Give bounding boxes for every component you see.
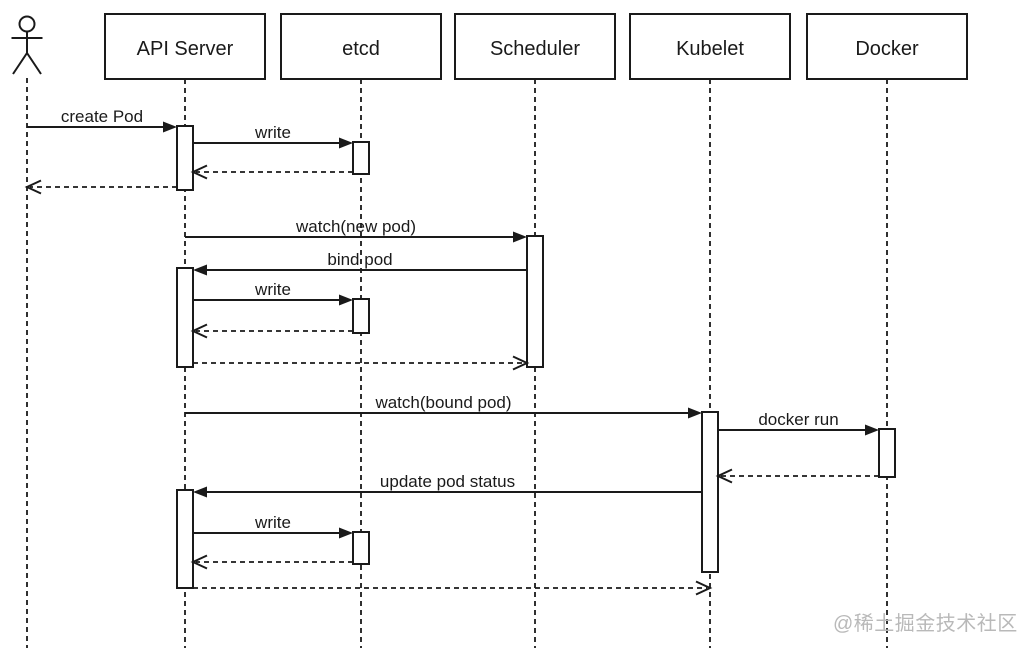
message-label: watch(bound pod): [374, 393, 511, 412]
return-message: [715, 468, 879, 484]
return-message: [190, 323, 353, 339]
participant-label: Scheduler: [490, 38, 580, 60]
activation-bar-etcd: [352, 531, 370, 565]
call-message: update pod status: [193, 472, 702, 498]
call-message: create Pod: [27, 107, 177, 133]
filled-arrowhead-icon: [193, 264, 207, 276]
participant-docker: Docker: [806, 13, 968, 80]
activation-bar-docker: [878, 428, 896, 478]
participant-label: etcd: [342, 38, 380, 60]
activation-bar-etcd: [352, 141, 370, 175]
return-message: [190, 554, 353, 570]
participant-label: Docker: [855, 38, 919, 60]
participant-box: [104, 13, 266, 80]
message-label: write: [254, 123, 291, 142]
participant-kubelet: Kubelet: [629, 13, 791, 80]
message-label: watch(new pod): [295, 217, 416, 236]
actor-icon: [11, 15, 43, 75]
message-label: bind pod: [327, 250, 392, 269]
filled-arrowhead-icon: [339, 294, 353, 306]
return-message: [193, 355, 530, 371]
filled-arrowhead-icon: [513, 231, 527, 243]
call-message: write: [193, 123, 353, 149]
message-label: update pod status: [380, 472, 515, 491]
activation-bar-apiserver: [176, 125, 194, 191]
participant-box: [629, 13, 791, 80]
return-message: [193, 580, 713, 596]
message-label: create Pod: [61, 107, 143, 126]
watermark: @稀土掘金技术社区: [833, 613, 1018, 635]
message-label: write: [254, 280, 291, 299]
call-message: write: [193, 280, 353, 306]
filled-arrowhead-icon: [865, 424, 879, 436]
participant-scheduler: Scheduler: [454, 13, 616, 80]
participant-label: API Server: [137, 38, 234, 60]
call-message: watch(new pod): [185, 217, 527, 243]
call-message: bind pod: [193, 250, 527, 276]
filled-arrowhead-icon: [339, 527, 353, 539]
filled-arrowhead-icon: [339, 137, 353, 149]
call-message: write: [193, 513, 353, 539]
participant-box: [454, 13, 616, 80]
open-arrowhead-icon: [190, 164, 208, 180]
activation-bar-apiserver: [176, 267, 194, 368]
return-message: [190, 164, 353, 180]
return-message: [24, 179, 177, 195]
open-arrowhead-icon: [190, 323, 208, 339]
filled-arrowhead-icon: [688, 407, 702, 419]
filled-arrowhead-icon: [193, 486, 207, 498]
open-arrowhead-icon: [512, 355, 530, 371]
participant-etcd: etcd: [280, 13, 442, 80]
filled-arrowhead-icon: [163, 121, 177, 133]
open-arrowhead-icon: [190, 554, 208, 570]
participant-apiserver: API Server: [104, 13, 266, 80]
activation-bar-kubelet: [701, 411, 719, 573]
open-arrowhead-icon: [695, 580, 713, 596]
participant-box: [280, 13, 442, 80]
call-message: docker run: [718, 410, 879, 436]
call-message: watch(bound pod): [185, 393, 702, 419]
activation-bar-scheduler: [526, 235, 544, 368]
open-arrowhead-icon: [24, 179, 42, 195]
participant-label: Kubelet: [676, 38, 744, 60]
participant-box: [806, 13, 968, 80]
open-arrowhead-icon: [715, 468, 733, 484]
message-label: docker run: [758, 410, 838, 429]
message-label: write: [254, 513, 291, 532]
activation-bar-apiserver: [176, 489, 194, 589]
activation-bar-etcd: [352, 298, 370, 334]
